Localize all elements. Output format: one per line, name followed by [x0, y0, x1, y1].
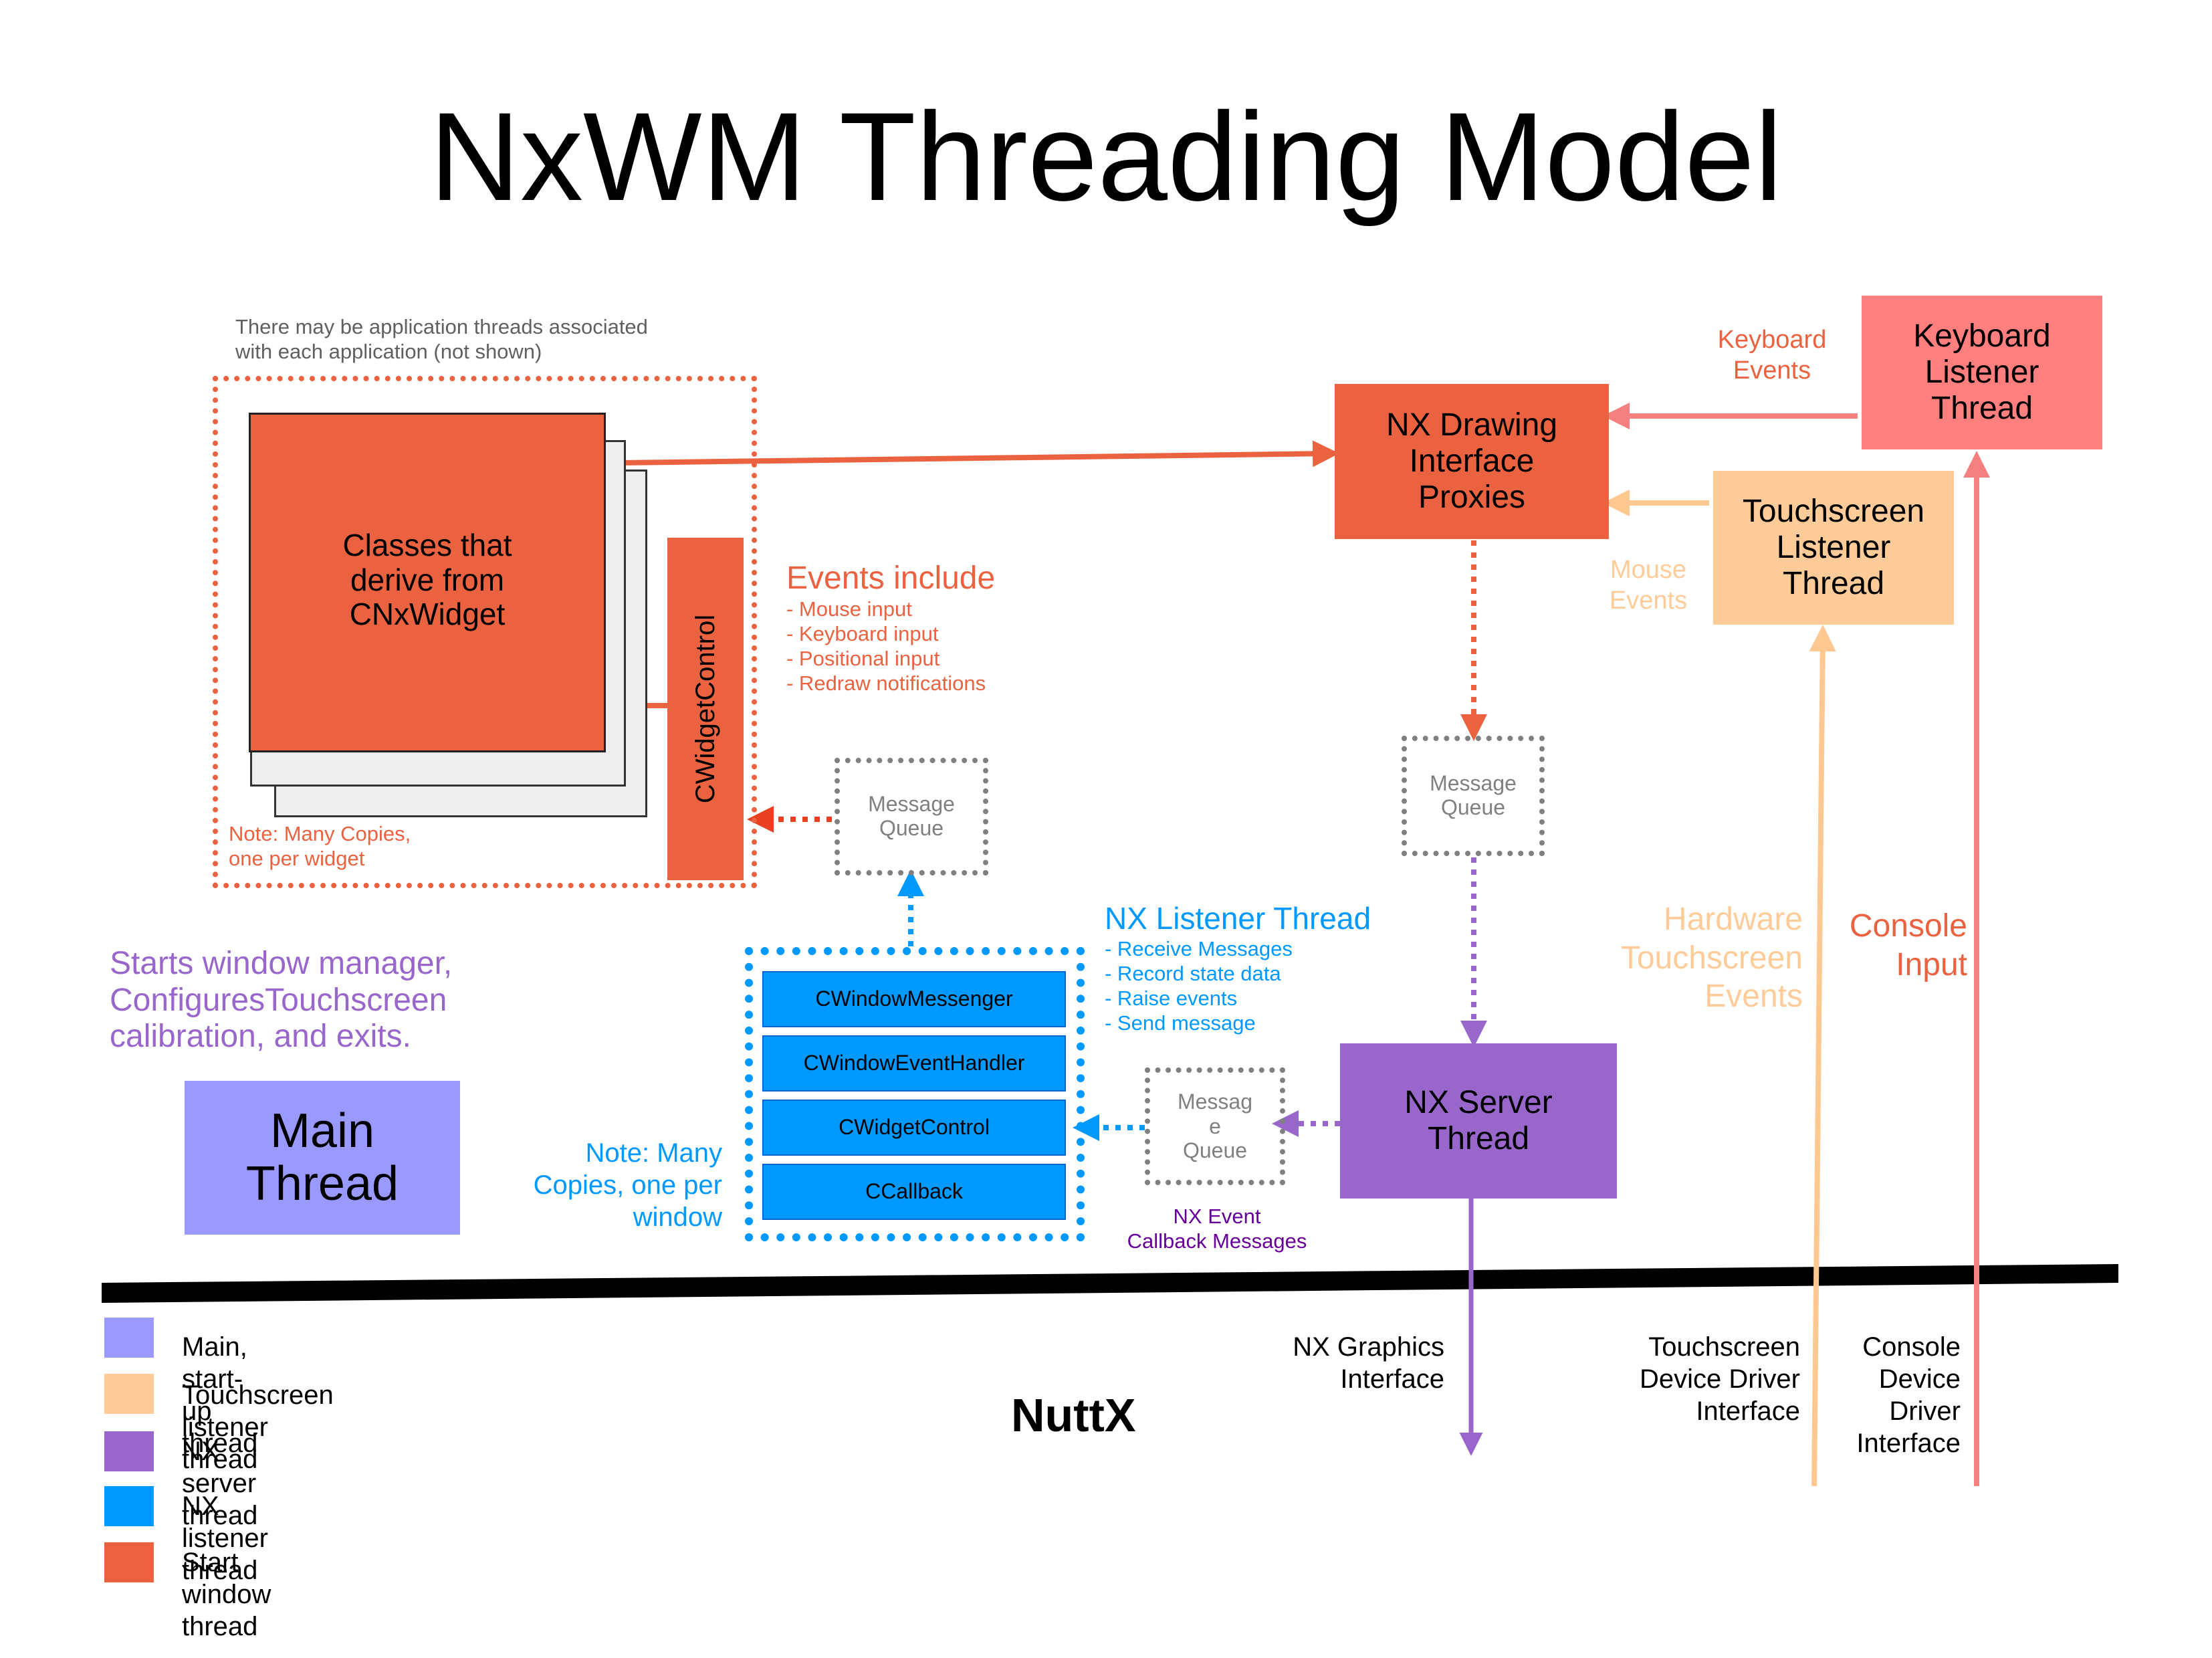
nx-listener-item: - Raise events	[1105, 987, 1238, 1010]
message-queue-mid: Messag e Queue	[1145, 1067, 1285, 1185]
legend-label-start-window: Start window thread	[182, 1548, 271, 1641]
touch-driver-interface-label: Touchscreen Device Driver Interface	[1639, 1332, 1800, 1426]
events-include-item: - Redraw notifications	[786, 671, 986, 695]
events-include-heading: Events include	[786, 560, 996, 596]
arrow-hw-touch-to-touchscreen	[1809, 625, 1836, 1487]
nx-listener-list: - Receive Messages - Record state data -…	[1105, 936, 1293, 1035]
listener-note: Note: Many Copies, one per window	[533, 1138, 722, 1232]
main-note: Starts window manager, ConfiguresTouchsc…	[110, 946, 453, 1055]
listener-class-cwindoweventhandler: CWindowEventHandler	[762, 1035, 1066, 1092]
widget-note: Note: Many Copies, one per widget	[229, 822, 411, 871]
arrow-widgets-to-nx-drawing	[621, 440, 1339, 468]
legend-swatch-nx-server	[104, 1431, 154, 1471]
widget-classes-box: Classes that derive from CNxWidget	[249, 413, 606, 752]
events-include-item: - Positional input	[786, 647, 940, 670]
events-include-list: - Mouse input - Keyboard input - Positio…	[786, 597, 986, 696]
listener-class-cwidgetcontrol: CWidgetControl	[762, 1100, 1066, 1156]
cwidgetcontrol-label: CWidgetControl	[691, 614, 720, 804]
page-title: NxWM Threading Model	[429, 86, 1783, 227]
nx-listener-item: - Receive Messages	[1105, 937, 1293, 960]
legend-label-main: Main, start-up thread	[182, 1332, 258, 1458]
widget-region	[213, 376, 757, 888]
listener-class-cwindowmessenger: CWindowMessenger	[762, 971, 1066, 1027]
nx-listener-item: - Send message	[1105, 1011, 1256, 1035]
console-input-label: Console Input	[1849, 908, 1967, 982]
message-queue-right: Message Queue	[1402, 736, 1545, 856]
events-include-item: - Keyboard input	[786, 622, 939, 645]
nx-event-callback-label: NX Event Callback Messages	[1127, 1205, 1307, 1253]
legend-label-nx-server: NX server thread	[182, 1437, 258, 1530]
nx-listener-item: - Record state data	[1105, 962, 1281, 985]
hardware-touch-events-label: Hardware Touchscreen Events	[1620, 902, 1803, 1015]
nx-drawing-proxies: NX Drawing Interface Proxies	[1335, 384, 1609, 539]
legend-swatch-touchscreen	[104, 1374, 154, 1414]
keyboard-events-label: Keyboard Events	[1717, 326, 1827, 385]
legend-swatch-nx-listener	[104, 1486, 154, 1526]
listener-class-ccallback: CCallback	[762, 1164, 1066, 1220]
console-driver-interface-label: Console Device Driver Interface	[1856, 1332, 1961, 1458]
keyboard-listener-thread: Keyboard Listener Thread	[1862, 296, 2102, 449]
events-include-item: - Mouse input	[786, 597, 912, 621]
mouse-events-label: Mouse Events	[1609, 556, 1688, 615]
nx-listener-heading: NX Listener Thread	[1105, 901, 1371, 936]
legend-label-nx-listener: NX listener thread	[182, 1491, 268, 1585]
legend-label-touchscreen: Touchscreen listener thread	[182, 1380, 334, 1474]
nuttx-divider	[102, 1264, 2118, 1303]
nx-graphics-interface-label: NX Graphics Interface	[1293, 1332, 1444, 1394]
nuttx-label: NuttX	[1011, 1389, 1136, 1441]
nx-server-thread: NX Server Thread	[1340, 1043, 1617, 1199]
listener-group	[745, 947, 1085, 1241]
cwidgetcontrol-bar	[667, 538, 744, 880]
app-threads-note: There may be application threads associa…	[235, 315, 648, 364]
touchscreen-listener-thread: Touchscreen Listener Thread	[1713, 471, 1954, 625]
message-queue-left: Message Queue	[835, 758, 988, 875]
legend-swatch-main	[104, 1318, 154, 1358]
legend-swatch-start-window	[104, 1542, 154, 1582]
main-thread: Main Thread	[185, 1081, 460, 1235]
